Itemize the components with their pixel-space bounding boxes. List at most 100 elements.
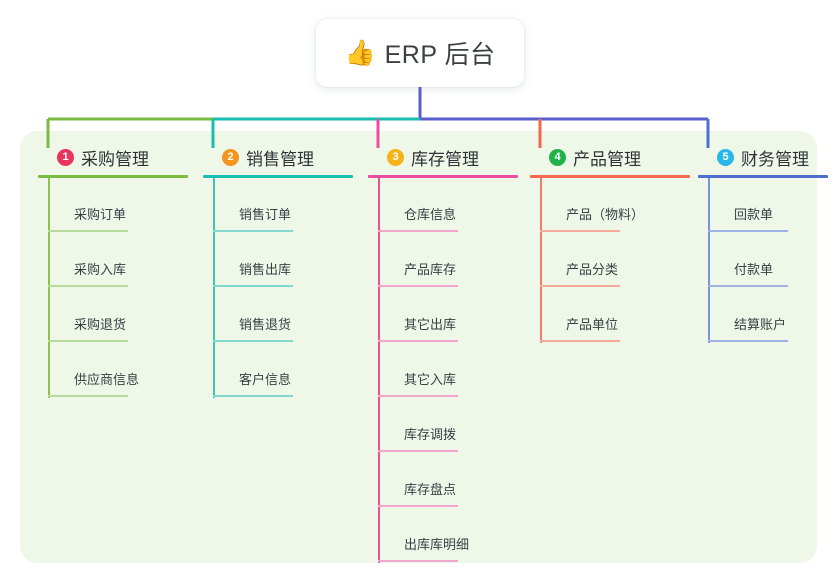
list-item-label: 回款单 [734, 207, 774, 222]
root-node-title: ERP 后台 [384, 41, 496, 69]
list-item[interactable]: 回款单 [698, 178, 828, 233]
list-item-label: 库存盘点 [404, 482, 457, 497]
column-items-3: 仓库信息产品库存其它出库其它入库库存调拨库存盘点出库库明细 [368, 178, 518, 563]
list-item[interactable]: 产品分类 [530, 233, 690, 288]
list-item-label: 付款单 [734, 262, 774, 277]
column-header-3[interactable]: 3 库存管理 [368, 145, 518, 169]
column-items-2: 销售订单销售出库销售退货客户信息 [203, 178, 353, 398]
list-item-label: 库存调拨 [404, 427, 457, 442]
list-item-label: 销售订单 [239, 207, 292, 222]
list-item-label: 产品（物料） [566, 207, 645, 222]
list-item-rule [378, 340, 458, 342]
column-spine-3 [378, 178, 380, 563]
column-rule-4 [530, 175, 690, 178]
list-item[interactable]: 销售退货 [203, 288, 353, 343]
list-item-label: 产品分类 [566, 262, 619, 277]
column-spine-4 [540, 178, 542, 343]
column-header-5[interactable]: 5 财务管理 [698, 145, 828, 169]
content-panel [20, 131, 817, 563]
column-items-1: 采购订单采购入库采购退货供应商信息 [38, 178, 188, 398]
list-item-label: 仓库信息 [404, 207, 457, 222]
column-title-5: 财务管理 [741, 149, 809, 169]
list-item[interactable]: 付款单 [698, 233, 828, 288]
list-item-rule [213, 395, 293, 397]
column-badge-3: 3 [387, 148, 404, 166]
column-title-2: 销售管理 [246, 149, 314, 169]
list-item[interactable]: 供应商信息 [38, 343, 188, 398]
list-item-rule [213, 230, 293, 232]
list-item-rule [213, 340, 293, 342]
list-item-label: 销售出库 [239, 262, 292, 277]
column-spine-5 [708, 178, 710, 343]
column-rule-2 [203, 175, 353, 178]
list-item[interactable]: 销售出库 [203, 233, 353, 288]
column-3: 3 库存管理仓库信息产品库存其它出库其它入库库存调拨库存盘点出库库明细 [368, 145, 518, 563]
column-title-3: 库存管理 [411, 149, 479, 169]
list-item-rule [540, 340, 620, 342]
list-item-rule [540, 285, 620, 287]
list-item-label: 其它出库 [404, 317, 457, 332]
list-item[interactable]: 产品（物料） [530, 178, 690, 233]
list-item-rule [48, 230, 128, 232]
column-header-2[interactable]: 2 销售管理 [203, 145, 353, 169]
list-item-label: 采购入库 [74, 262, 127, 277]
list-item-label: 销售退货 [239, 317, 292, 332]
column-5: 5 财务管理回款单付款单结算账户 [698, 145, 828, 343]
column-rule-5 [698, 175, 828, 178]
root-node-card[interactable]: 👍 ERP 后台 [316, 19, 524, 87]
list-item-label: 采购退货 [74, 317, 127, 332]
column-spine-1 [48, 178, 50, 398]
list-item[interactable]: 采购退货 [38, 288, 188, 343]
list-item[interactable]: 库存调拨 [368, 398, 518, 453]
list-item-rule [378, 285, 458, 287]
list-item-label: 采购订单 [74, 207, 127, 222]
list-item-rule [48, 395, 128, 397]
list-item-rule [378, 505, 458, 507]
column-items-5: 回款单付款单结算账户 [698, 178, 828, 343]
column-badge-2: 2 [222, 148, 239, 166]
column-1: 1 采购管理采购订单采购入库采购退货供应商信息 [38, 145, 188, 398]
list-item-rule [378, 395, 458, 397]
column-spine-2 [213, 178, 215, 398]
list-item[interactable]: 产品单位 [530, 288, 690, 343]
column-2: 2 销售管理销售订单销售出库销售退货客户信息 [203, 145, 353, 398]
list-item[interactable]: 客户信息 [203, 343, 353, 398]
list-item-label: 产品库存 [404, 262, 457, 277]
column-items-4: 产品（物料） 产品分类产品单位 [530, 178, 690, 343]
list-item-label: 供应商信息 [74, 372, 140, 387]
list-item[interactable]: 采购订单 [38, 178, 188, 233]
list-item[interactable]: 其它出库 [368, 288, 518, 343]
column-title-1: 采购管理 [81, 149, 149, 169]
list-item[interactable]: 销售订单 [203, 178, 353, 233]
column-header-1[interactable]: 1 采购管理 [38, 145, 188, 169]
list-item-label: 结算账户 [734, 317, 787, 332]
list-item[interactable]: 其它入库 [368, 343, 518, 398]
column-badge-5: 5 [717, 148, 734, 166]
list-item-label: 客户信息 [239, 372, 292, 387]
list-item[interactable]: 库存盘点 [368, 453, 518, 508]
list-item-rule [378, 230, 458, 232]
list-item-rule [540, 230, 620, 232]
list-item-rule [48, 340, 128, 342]
list-item-rule [708, 285, 788, 287]
list-item[interactable]: 结算账户 [698, 288, 828, 343]
list-item-rule [708, 230, 788, 232]
list-item-rule [378, 560, 458, 562]
thumbs-up-emoji: 👍 [344, 38, 376, 67]
column-4: 4 产品管理产品（物料） 产品分类产品单位 [530, 145, 690, 343]
column-title-4: 产品管理 [573, 149, 641, 169]
list-item[interactable]: 产品库存 [368, 233, 518, 288]
list-item-rule [708, 340, 788, 342]
list-item[interactable]: 采购入库 [38, 233, 188, 288]
list-item-label: 出库库明细 [404, 537, 470, 552]
list-item-rule [48, 285, 128, 287]
column-badge-4: 4 [549, 148, 566, 166]
column-header-4[interactable]: 4 产品管理 [530, 145, 690, 169]
list-item-rule [213, 285, 293, 287]
list-item[interactable]: 出库库明细 [368, 508, 518, 563]
column-rule-1 [38, 175, 188, 178]
column-badge-1: 1 [57, 148, 74, 166]
column-rule-3 [368, 175, 518, 178]
list-item[interactable]: 仓库信息 [368, 178, 518, 233]
